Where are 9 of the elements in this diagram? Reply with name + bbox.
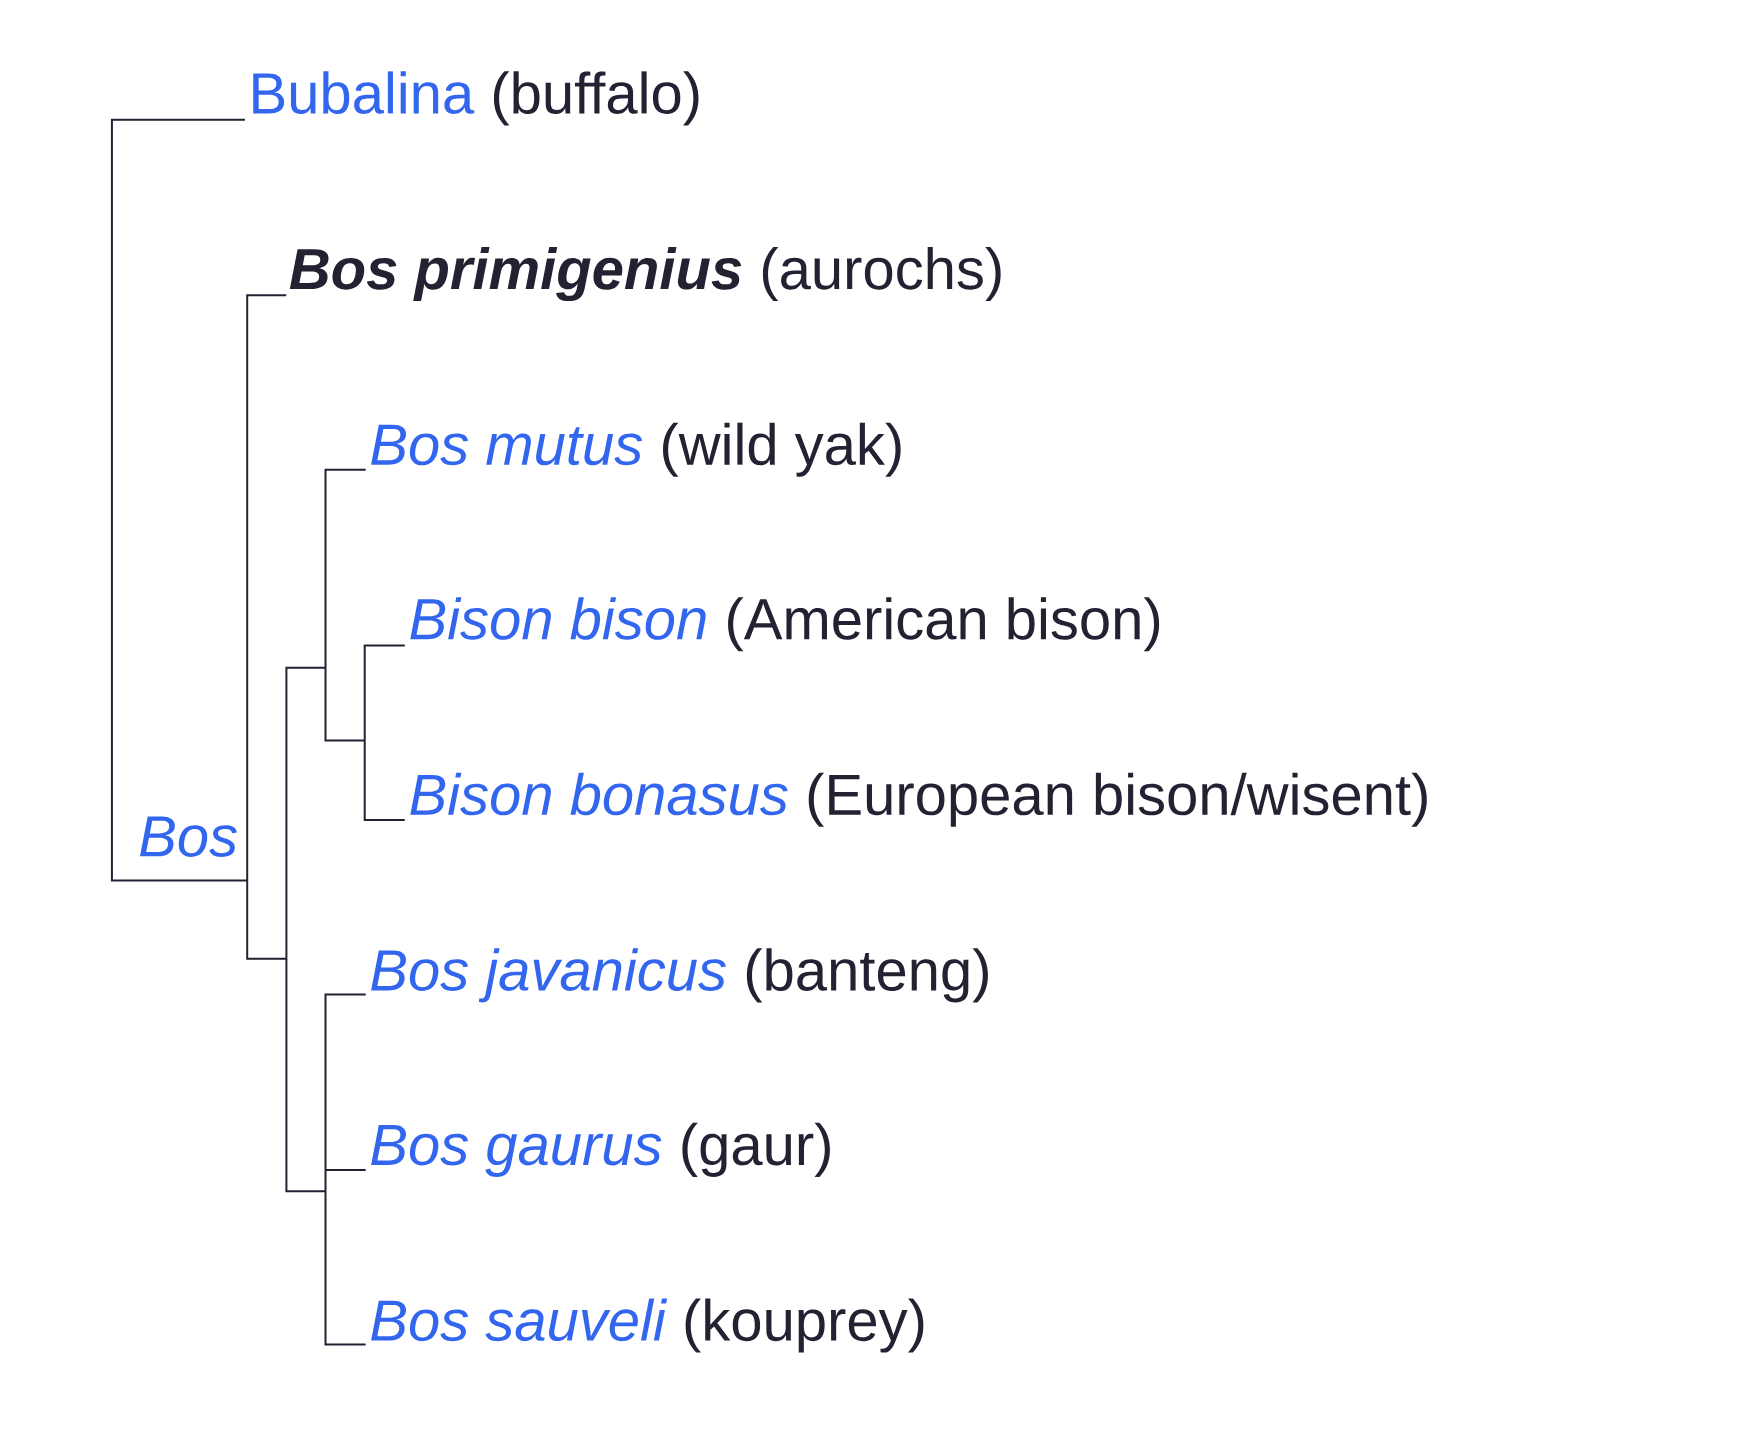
taxon-label: Bos gaurus (gaur) bbox=[371, 1122, 830, 1177]
taxon-label: Bison bison (American bison) bbox=[410, 597, 1160, 652]
taxon-label: Bos sauveli (kouprey) bbox=[371, 1298, 924, 1353]
clade-label: Bos bbox=[139, 816, 237, 857]
taxon-label: Bos javanicus (banteng) bbox=[371, 948, 988, 1003]
taxon-label: Bubalina (buffalo) bbox=[253, 71, 699, 126]
taxon-label: Bos primigenius (aurochs) bbox=[289, 247, 1001, 302]
taxon-label: Bos mutus (wild yak) bbox=[371, 422, 901, 477]
taxon-label: Bison bonasus (European bison/wisent) bbox=[410, 772, 1427, 827]
